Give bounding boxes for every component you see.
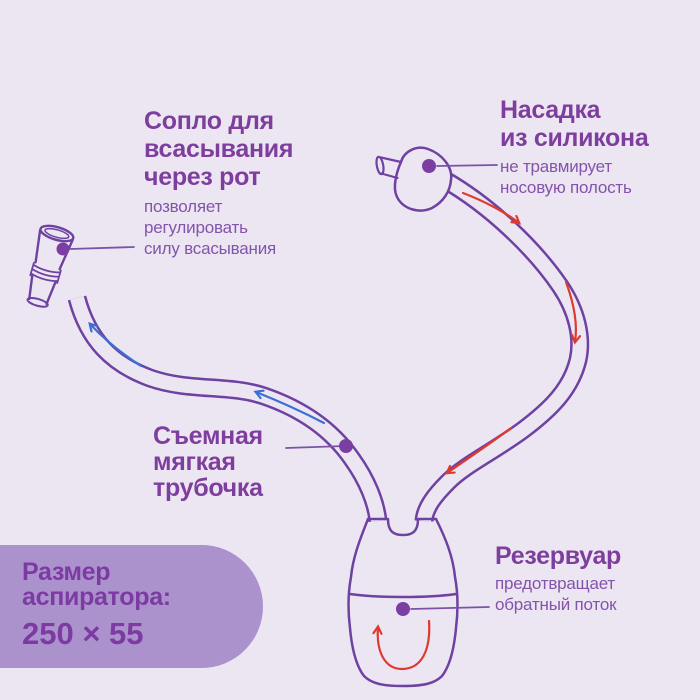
mouthpiece xyxy=(26,224,75,308)
silicone-tip-title: Насадка из силикона xyxy=(500,96,649,152)
silicone-tip xyxy=(375,146,453,212)
annotation-mouth-nozzle: Сопло для всасывания через рот позволяет… xyxy=(144,107,293,259)
nasal-tube xyxy=(414,171,590,523)
annotation-soft-tube: Съемная мягкая трубочка xyxy=(153,423,263,501)
silicone-tip-nozzle xyxy=(379,156,403,180)
mucus-flow-arrows xyxy=(378,191,576,671)
soft-tube-title: Съемная мягкая трубочка xyxy=(153,422,263,502)
silicone-tip-desc: не травмирует носовую полость xyxy=(500,157,632,197)
suction-flow-arrows xyxy=(90,324,326,425)
reservoir-lid-line xyxy=(348,592,458,599)
annotation-reservoir: Резервуар предотвращает обратный поток xyxy=(495,542,621,615)
reservoir-collar xyxy=(366,517,438,537)
pointer-lines xyxy=(69,164,498,610)
reservoir-title: Резервуар xyxy=(495,542,622,570)
reservoir xyxy=(347,517,459,688)
mouth-nozzle-desc: позволяет регулировать силу всасывания xyxy=(144,197,277,258)
size-badge-value: 250 × 55 xyxy=(22,616,144,651)
mouthpiece-ridges xyxy=(29,261,62,284)
size-badge: Размер аспиратора: 250 × 55 xyxy=(0,545,263,668)
mouthpiece-joint-ring xyxy=(26,296,49,308)
pointer-dots xyxy=(56,159,436,616)
reservoir-desc: предотвращает обратный поток xyxy=(495,574,617,614)
size-badge-label: Размер аспиратора: xyxy=(22,558,171,611)
mouth-nozzle-title: Сопло для всасывания через рот xyxy=(144,107,294,191)
backflow-u-arrow xyxy=(378,619,431,671)
annotation-silicone-tip: Насадка из силикона не травмирует носову… xyxy=(500,96,649,198)
